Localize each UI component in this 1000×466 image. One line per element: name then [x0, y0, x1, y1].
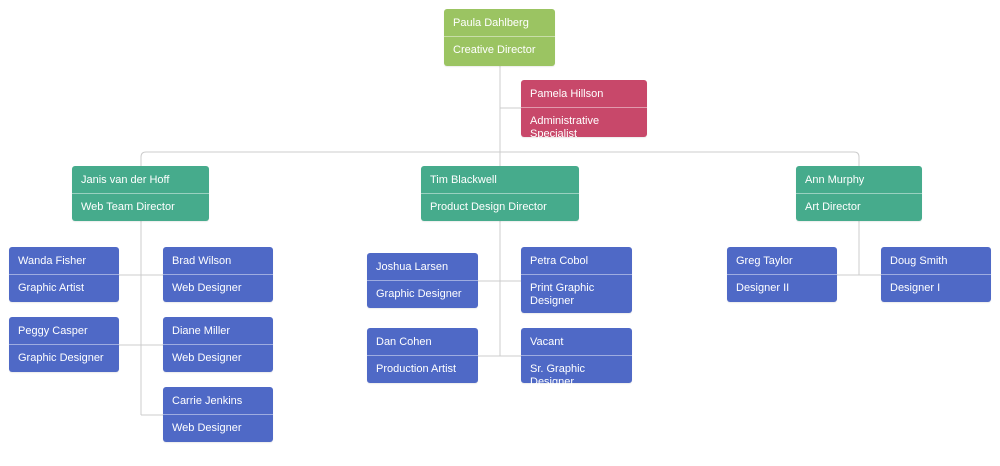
- node-peggy-casper[interactable]: Peggy Casper Graphic Designer: [9, 317, 119, 372]
- node-name: Vacant: [521, 328, 632, 356]
- node-title: Graphic Designer: [376, 288, 462, 300]
- node-doug-smith[interactable]: Doug Smith Designer I: [881, 247, 991, 302]
- node-name: Diane Miller: [163, 317, 273, 345]
- node-title: Web Team Director: [81, 201, 175, 213]
- node-dan-cohen[interactable]: Dan Cohen Production Artist: [367, 328, 478, 383]
- node-title: Production Artist: [376, 363, 457, 375]
- node-ann-murphy[interactable]: Ann Murphy Art Director: [796, 166, 922, 221]
- node-title: Designer II: [736, 282, 790, 294]
- node-title: Web Designer: [172, 282, 242, 294]
- node-title: Art Director: [805, 201, 861, 213]
- node-name: Greg Taylor: [727, 247, 837, 275]
- node-name: Tim Blackwell: [421, 166, 579, 194]
- node-title: Web Designer: [172, 352, 242, 364]
- node-name: Doug Smith: [881, 247, 991, 275]
- node-joshua-larsen[interactable]: Joshua Larsen Graphic Designer: [367, 253, 478, 308]
- node-name: Petra Cobol: [521, 247, 632, 275]
- node-title: Graphic Designer: [18, 352, 104, 364]
- node-title: Print Graphic Designer: [530, 282, 595, 307]
- node-name: Dan Cohen: [367, 328, 478, 356]
- node-name: Janis van der Hoff: [72, 166, 209, 194]
- node-title: Sr. Graphic Designer: [530, 363, 586, 388]
- node-petra-cobol[interactable]: Petra Cobol Print Graphic Designer: [521, 247, 632, 313]
- node-brad-wilson[interactable]: Brad Wilson Web Designer: [163, 247, 273, 302]
- node-diane-miller[interactable]: Diane Miller Web Designer: [163, 317, 273, 372]
- node-title: Administrative Specialist: [530, 115, 600, 140]
- node-tim-blackwell[interactable]: Tim Blackwell Product Design Director: [421, 166, 579, 221]
- node-name: Joshua Larsen: [367, 253, 478, 281]
- node-carrie-jenkins[interactable]: Carrie Jenkins Web Designer: [163, 387, 273, 442]
- node-name: Brad Wilson: [163, 247, 273, 275]
- node-name: Peggy Casper: [9, 317, 119, 345]
- node-wanda-fisher[interactable]: Wanda Fisher Graphic Artist: [9, 247, 119, 302]
- node-name: Wanda Fisher: [9, 247, 119, 275]
- node-title: Creative Director: [453, 44, 536, 56]
- node-vacant[interactable]: Vacant Sr. Graphic Designer: [521, 328, 632, 388]
- node-name: Carrie Jenkins: [163, 387, 273, 415]
- node-title: Product Design Director: [430, 201, 547, 213]
- node-title: Designer I: [890, 282, 941, 294]
- node-greg-taylor[interactable]: Greg Taylor Designer II: [727, 247, 837, 302]
- node-name: Pamela Hillson: [521, 80, 647, 108]
- node-paula-dahlberg[interactable]: Paula Dahlberg Creative Director: [444, 9, 555, 66]
- node-title: Graphic Artist: [18, 282, 85, 294]
- node-name: Ann Murphy: [796, 166, 922, 194]
- node-pamela-hillson[interactable]: Pamela Hillson Administrative Specialist: [521, 80, 647, 140]
- node-title: Web Designer: [172, 422, 242, 434]
- node-name: Paula Dahlberg: [444, 9, 555, 37]
- node-janis-van-der-hoff[interactable]: Janis van der Hoff Web Team Director: [72, 166, 209, 221]
